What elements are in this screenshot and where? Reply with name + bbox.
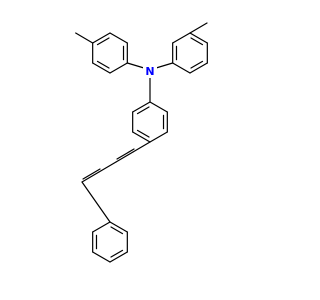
- central-phenyl-ring-bond: [132, 101, 151, 113]
- terminal-phenyl-ring-bond: [92, 251, 111, 263]
- n-left-ring-bond: [126, 62, 145, 69]
- central-phenyl-ring-double-bond: [136, 129, 150, 138]
- chain-bond-1: [132, 141, 151, 153]
- chain-bond-2: [98, 161, 117, 173]
- right-tolyl-ring-bond: [189, 62, 208, 74]
- terminal-phenyl-ring-bond: [92, 221, 111, 233]
- chain-double-bond-1a: [115, 151, 134, 163]
- right-tolyl-ring-double-bond: [190, 37, 204, 46]
- central-phenyl-ring-bond: [149, 131, 168, 143]
- nitrogen-label-background: [143, 64, 157, 78]
- chain-double-bond-2a: [81, 171, 100, 183]
- central-phenyl-ring-double-bond: [136, 106, 150, 115]
- n-right-ring-bond: [155, 62, 174, 69]
- terminal-phenyl-ring-double-bond: [110, 249, 124, 258]
- chain-double-bond-2b: [82, 168, 101, 180]
- chain-to-phenyl-bond: [81, 181, 111, 223]
- terminal-phenyl-ring-bond: [109, 221, 128, 233]
- right-tolyl-ring-bond: [172, 62, 191, 74]
- chain-double-bond-1b: [116, 148, 135, 160]
- left-tolyl-ring-bond: [92, 62, 111, 74]
- right-methyl-bond: [189, 22, 208, 34]
- terminal-phenyl-ring-bond: [109, 251, 128, 263]
- central-phenyl-ring-bond: [132, 131, 151, 143]
- left-tolyl-ring-bond: [109, 32, 128, 44]
- bond-layer: [75, 22, 208, 263]
- left-methyl-bond: [75, 32, 94, 44]
- left-tolyl-ring-double-bond: [96, 60, 110, 69]
- left-tolyl-ring-double-bond: [96, 37, 110, 46]
- central-phenyl-ring-bond: [149, 101, 168, 113]
- right-tolyl-ring-bond: [189, 32, 208, 44]
- atom-label-layer: N: [143, 64, 157, 78]
- terminal-phenyl-ring-double-bond: [110, 226, 124, 235]
- nitrogen-atom-label: N: [145, 65, 154, 78]
- molecule-structure-drawing: N: [75, 22, 208, 263]
- right-tolyl-ring-bond: [172, 32, 191, 44]
- left-tolyl-ring-bond: [109, 62, 128, 74]
- right-tolyl-ring-double-bond: [190, 60, 204, 69]
- left-tolyl-ring-bond: [92, 32, 111, 44]
